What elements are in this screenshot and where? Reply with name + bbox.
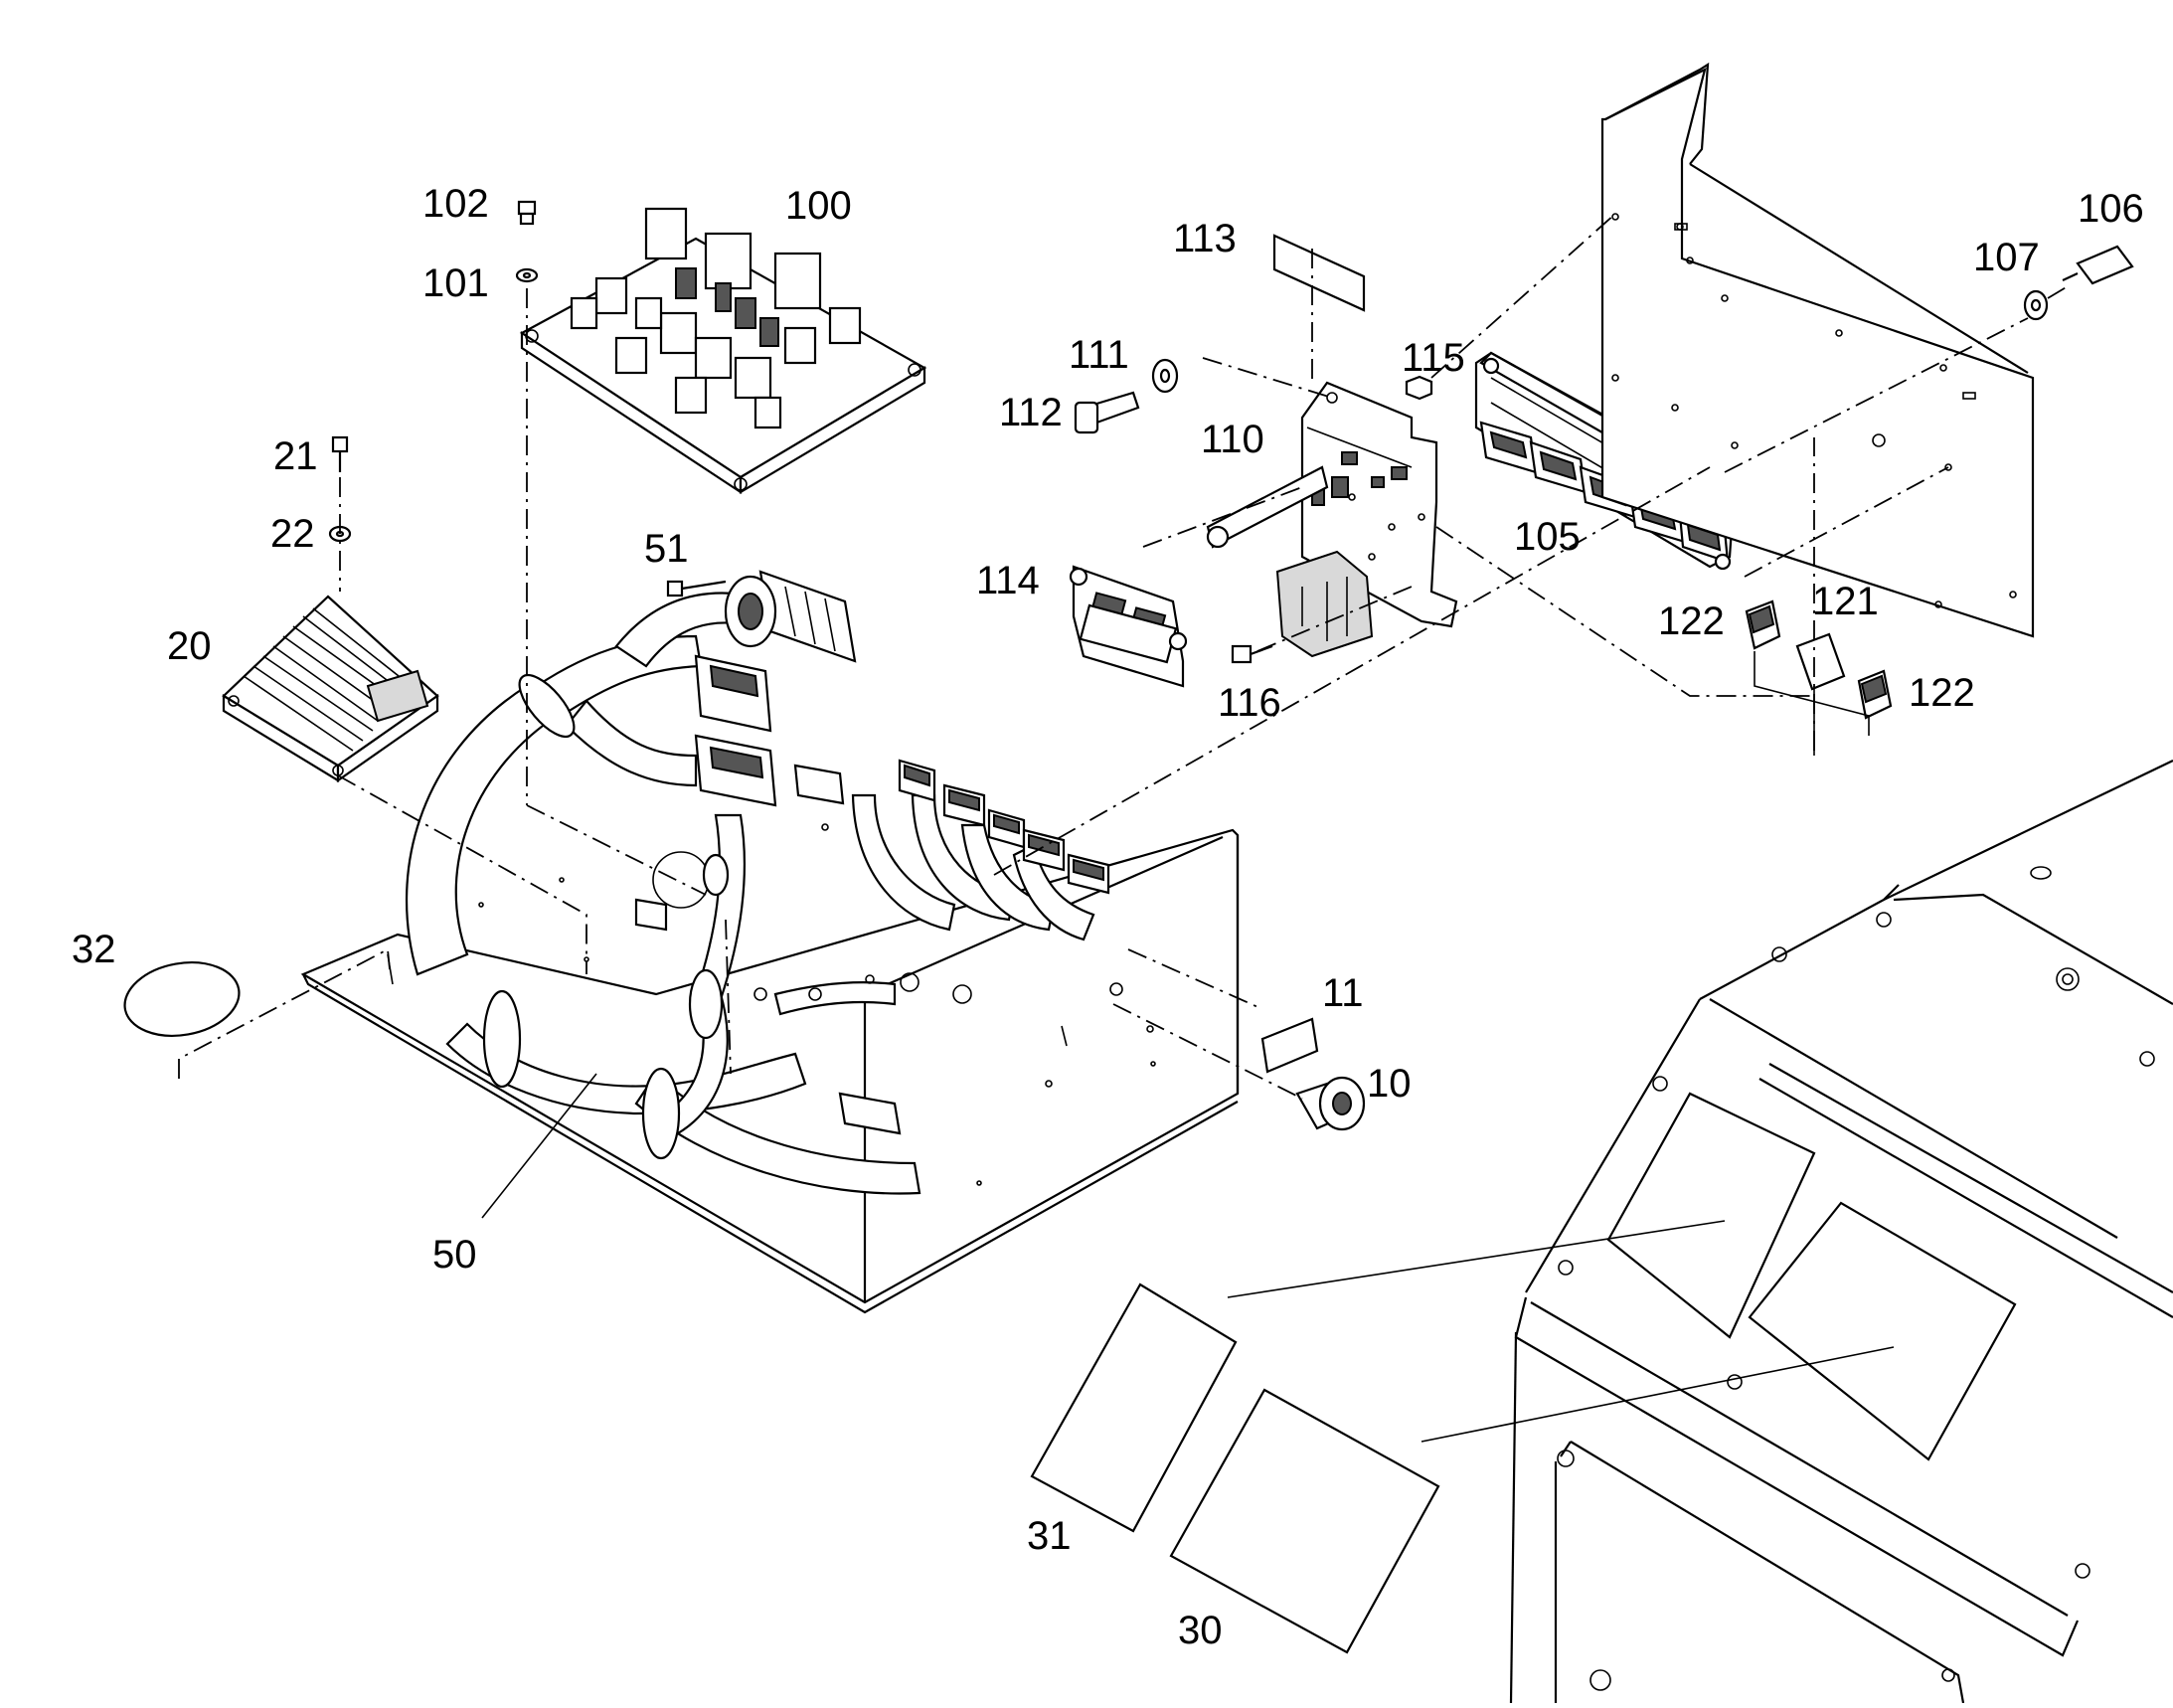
round-label-32 bbox=[123, 961, 241, 1037]
relay-122-right bbox=[1857, 669, 1893, 720]
washer-101 bbox=[515, 267, 539, 283]
bracket-plate bbox=[1206, 381, 1458, 658]
mounting-panel bbox=[1600, 62, 2035, 638]
callout-21: 21 bbox=[273, 434, 318, 478]
leader-lines bbox=[481, 1073, 1895, 1443]
power-socket bbox=[1295, 1076, 1366, 1131]
callout-51: 51 bbox=[644, 527, 689, 571]
screw-51 bbox=[666, 580, 727, 598]
callout-100: 100 bbox=[785, 184, 852, 228]
callout-106: 106 bbox=[2078, 187, 2144, 231]
callout-101: 101 bbox=[422, 261, 489, 305]
callout-121: 121 bbox=[1812, 580, 1879, 623]
bolt-102 bbox=[517, 200, 537, 226]
relay-121 bbox=[1795, 632, 1846, 691]
callout-114: 114 bbox=[976, 559, 1040, 602]
callout-105: 105 bbox=[1514, 515, 1581, 559]
heatsink-module bbox=[222, 595, 439, 783]
assembly-lines bbox=[178, 213, 2069, 1100]
washer-111 bbox=[1151, 358, 1179, 394]
wiring-harness bbox=[406, 592, 1095, 1195]
callout-50: 50 bbox=[432, 1233, 477, 1277]
callout-113: 113 bbox=[1173, 217, 1237, 260]
machine-housing bbox=[1509, 760, 2173, 1704]
callout-122-right: 122 bbox=[1909, 671, 1975, 715]
callout-115: 115 bbox=[1402, 336, 1465, 380]
callout-102: 102 bbox=[422, 182, 489, 226]
label-11 bbox=[1260, 1017, 1319, 1074]
harness-connectors bbox=[634, 570, 1110, 1135]
relay-122-left bbox=[1745, 599, 1781, 650]
nut-115 bbox=[1405, 375, 1433, 401]
relay-board bbox=[519, 207, 927, 495]
callout-30: 30 bbox=[1178, 1609, 1223, 1652]
callout-116: 116 bbox=[1218, 681, 1281, 725]
label-113 bbox=[1272, 234, 1366, 312]
callout-122-left: 122 bbox=[1658, 599, 1725, 643]
callout-10: 10 bbox=[1367, 1062, 1412, 1106]
screw-116 bbox=[1231, 644, 1273, 664]
callout-32: 32 bbox=[72, 928, 116, 971]
callout-22: 22 bbox=[270, 512, 315, 556]
callout-110: 110 bbox=[1201, 418, 1264, 461]
callout-11: 11 bbox=[1322, 971, 1364, 1015]
screw-21 bbox=[331, 435, 349, 472]
bolt-106 bbox=[2062, 245, 2134, 285]
callout-31: 31 bbox=[1027, 1514, 1072, 1558]
connector-114 bbox=[1069, 565, 1188, 688]
callout-112: 112 bbox=[999, 391, 1063, 434]
label-31 bbox=[1030, 1282, 1238, 1533]
callout-20: 20 bbox=[167, 624, 212, 668]
washer-107 bbox=[2023, 289, 2049, 321]
label-30 bbox=[1169, 1388, 1440, 1654]
callout-labels: 10 11 20 21 22 30 31 32 50 51 100 101 10… bbox=[72, 182, 2144, 1652]
callout-111: 111 bbox=[1069, 333, 1129, 377]
callout-107: 107 bbox=[1973, 236, 2040, 279]
bolt-112 bbox=[1074, 391, 1140, 434]
